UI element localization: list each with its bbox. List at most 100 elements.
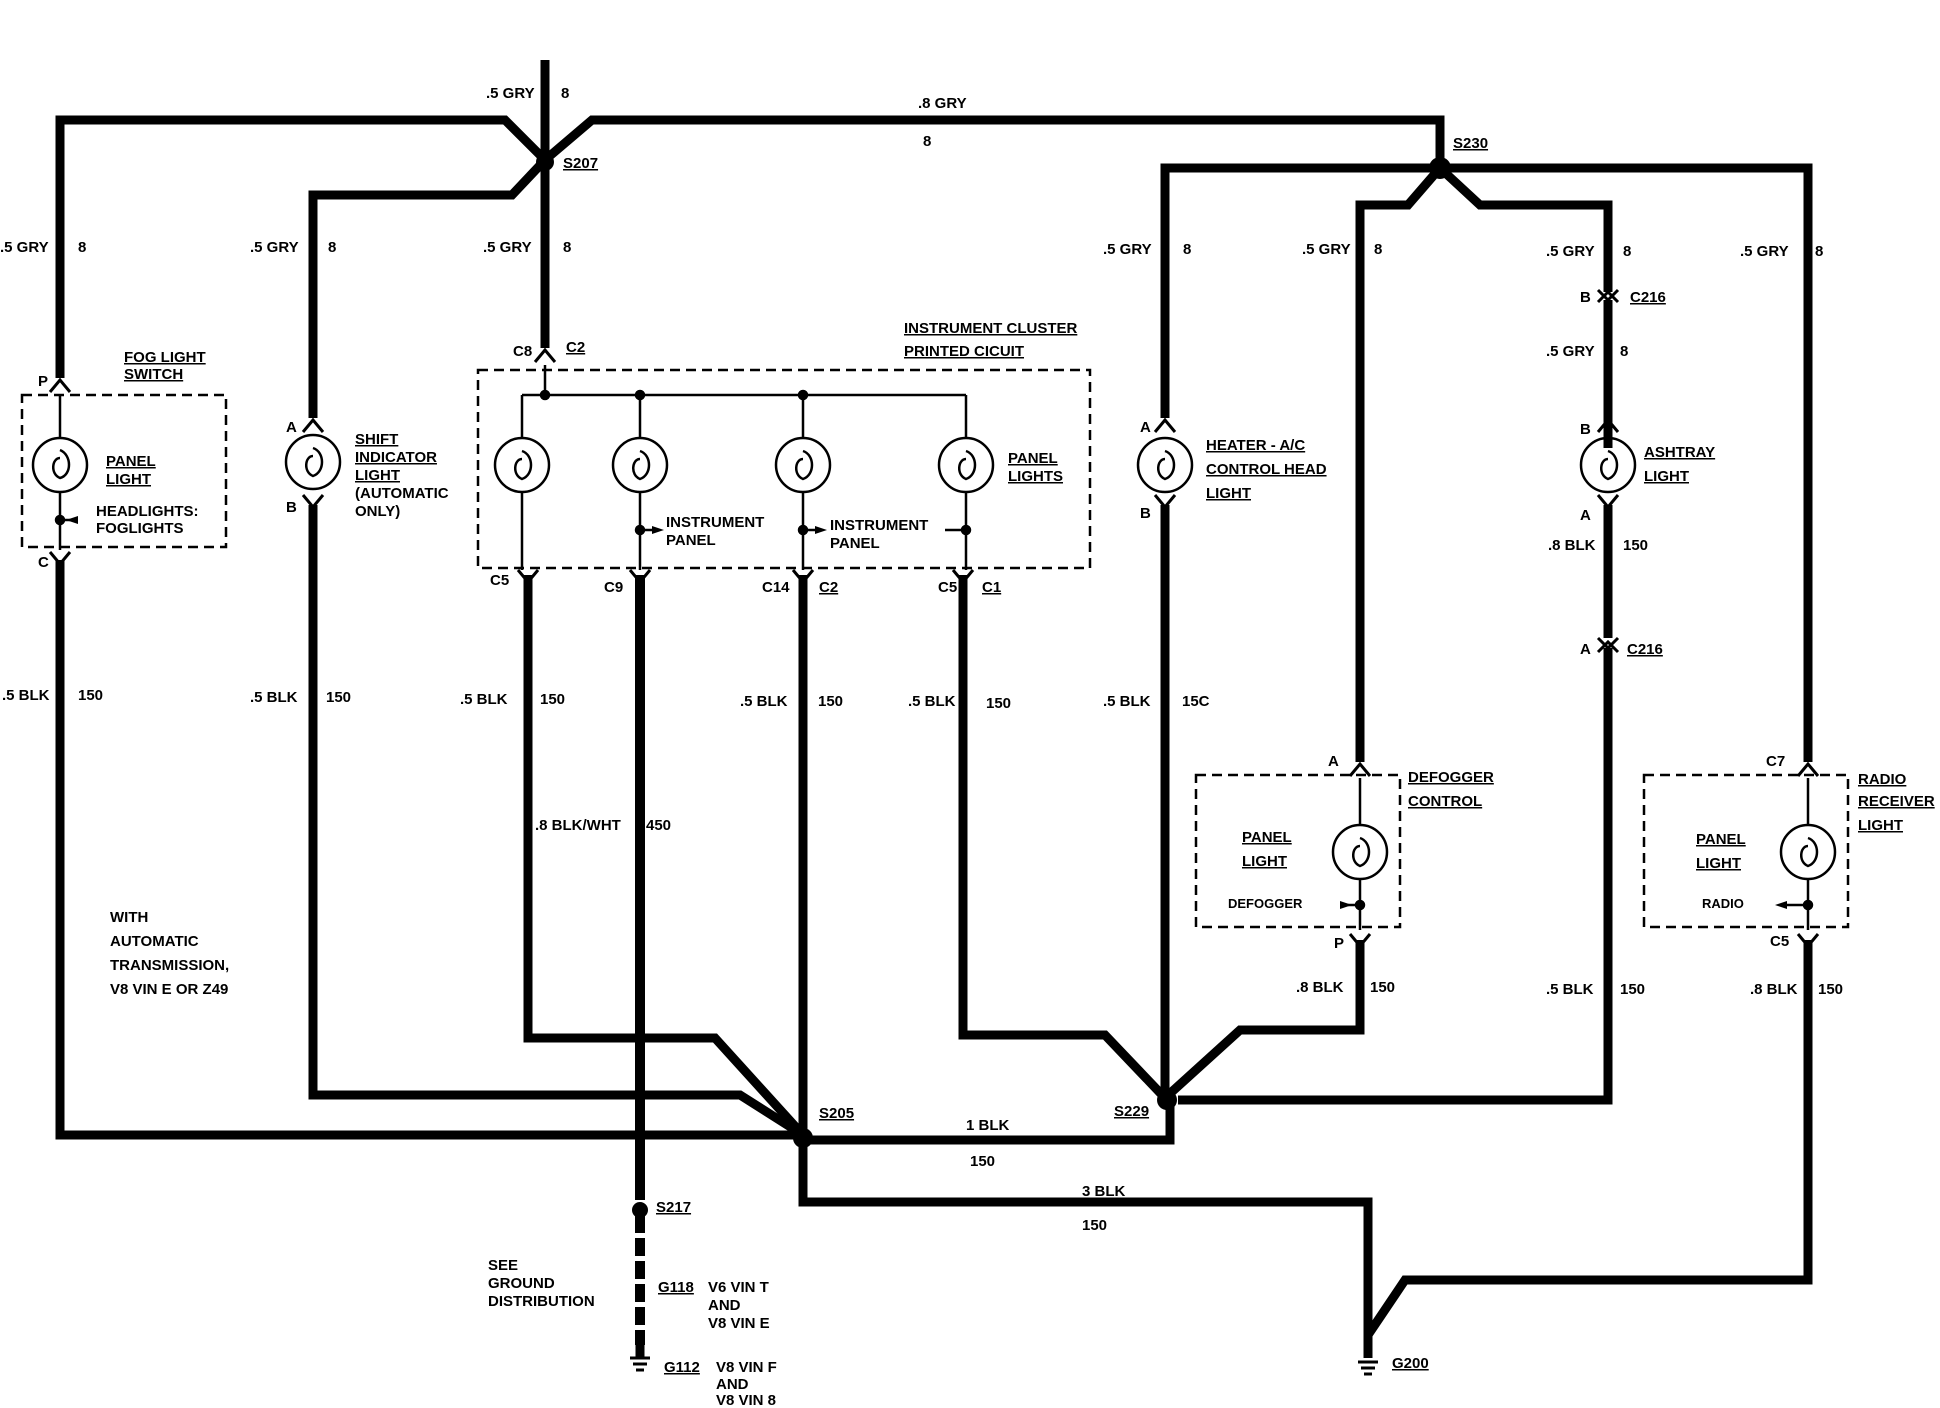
label-conn-c2-bottom: C2 — [819, 579, 838, 596]
label-s217: S217 — [656, 1199, 691, 1216]
label-s207: S207 — [563, 155, 598, 172]
label-defogger-panel: PANEL — [1242, 829, 1292, 846]
cluster-bulb-2 — [611, 436, 669, 494]
wire-gry-s230 — [542, 115, 1445, 168]
connector-c216-b-top — [1596, 288, 1620, 303]
connector-c216-a-top — [1596, 636, 1620, 651]
cluster-internal-bus — [54, 365, 1814, 911]
defogger-control-box — [1194, 773, 1402, 929]
label-heater-150: 15C — [1182, 693, 1210, 710]
label-foglights: FOGLIGHTS — [96, 520, 184, 537]
arrow-instrument-panel-2 — [815, 526, 827, 534]
label-panel-lights-1: PANEL — [1008, 450, 1058, 467]
label-conn-c5-a: C5 — [490, 572, 509, 589]
label-shift-blk: .5 BLK — [250, 689, 298, 706]
label-radio-gry: .5 GRY — [1740, 243, 1789, 260]
bulbs — [31, 396, 1837, 930]
label-instrument-panel-1: PANEL — [666, 532, 716, 549]
label-g118: G118 — [658, 1279, 694, 1296]
label-conn-b-ashtray: B — [1580, 421, 1591, 438]
label-radio-3: LIGHT — [1858, 817, 1903, 834]
connector-marks — [48, 288, 1820, 949]
label-defogger-blk: .8 BLK — [1296, 979, 1344, 996]
label-shift-1: SHIFT — [355, 431, 398, 448]
label-panel-lights-2: LIGHTS — [1008, 468, 1063, 485]
label-g118-2: AND — [708, 1297, 741, 1314]
label-defogger-switch: DEFOGGER — [1228, 896, 1303, 911]
connector-c1 — [951, 569, 975, 585]
label-shift-3: LIGHT — [355, 467, 400, 484]
label-c216-bottom: C216 — [1627, 641, 1663, 658]
ground-symbols — [630, 1345, 1378, 1376]
label-c1-150: 150 — [986, 695, 1011, 712]
connector-c14 — [791, 569, 815, 585]
label-ashtray-8: 8 — [1623, 243, 1631, 260]
label-gry-8-top: .8 GRY — [918, 95, 967, 112]
labels: .5 GRY 8 .8 GRY 8 S207 S230 .5 GRY 8 .5 … — [0, 85, 1935, 1408]
wire-defogger-ground — [1161, 940, 1365, 1102]
ground-wires — [55, 505, 1813, 1358]
connector-ashtray-a — [1596, 494, 1620, 510]
label-radio-light: LIGHT — [1696, 855, 1741, 872]
label-conn-c5-b: C5 — [938, 579, 957, 596]
label-conn-c-fog: C — [38, 554, 49, 571]
label-defogger-1: DEFOGGER — [1408, 769, 1494, 786]
label-conn-p-defogger: P — [1334, 935, 1344, 952]
arrow-radio — [1775, 901, 1787, 909]
label-radio-blk: .8 BLK — [1750, 981, 1798, 998]
label-cluster-2: PRINTED CICUIT — [904, 343, 1024, 360]
label-circuit-8-top: 8 — [923, 133, 931, 150]
connector-heater-b — [1153, 494, 1177, 510]
wire-c5-ground — [523, 575, 807, 1139]
label-defogger-150: 150 — [1370, 979, 1395, 996]
label-note-see-1: SEE — [488, 1257, 518, 1274]
label-g118-3: V8 VIN E — [708, 1315, 770, 1332]
wire-fog-feed — [55, 115, 549, 378]
arrow-instrument-panel-1 — [652, 526, 664, 534]
label-fog-blk: .5 BLK — [2, 687, 50, 704]
label-instrument-1: INSTRUMENT — [666, 514, 764, 531]
label-s205: S205 — [819, 1105, 854, 1122]
connector-shift-b — [301, 494, 325, 510]
connector-heater-a — [1153, 417, 1177, 433]
label-3blk-150: 150 — [1082, 1217, 1107, 1234]
label-conn-a-c216: A — [1580, 641, 1591, 658]
label-conn-p-fog: P — [38, 373, 48, 390]
label-ashtray-150: 150 — [1623, 537, 1648, 554]
cluster-bulb-1 — [493, 436, 551, 494]
label-note-auto-3: TRANSMISSION, — [110, 957, 229, 974]
arrow-headlights — [66, 516, 78, 524]
wire-shift-ground — [308, 505, 806, 1139]
connector-radio-c7 — [1796, 761, 1820, 777]
wire-s205-s229 — [803, 1098, 1175, 1145]
label-cluster-8: 8 — [563, 239, 571, 256]
splice-s229-dot — [1157, 1090, 1177, 1110]
instrument-cluster-box — [476, 368, 1092, 570]
heater-ac-bulb — [1136, 436, 1194, 494]
label-3blk: 3 BLK — [1082, 1183, 1126, 1200]
wire-c1-ground — [958, 575, 1169, 1102]
connector-c216-b-bot — [1596, 289, 1620, 304]
label-c14-150: 150 — [818, 693, 843, 710]
label-note-auto-2: AUTOMATIC — [110, 933, 199, 950]
wire-fog-ground — [55, 560, 803, 1140]
switch-arrows — [66, 516, 1787, 909]
label-defogger-8: 8 — [1374, 241, 1382, 258]
splice-s207-dot — [536, 153, 554, 171]
label-conn-b-shift: B — [286, 499, 297, 516]
label-radio-150: 150 — [1818, 981, 1843, 998]
wire-heater-feed — [1160, 163, 1440, 418]
label-c1-blk: .5 BLK — [908, 693, 956, 710]
label-ashtray-gry: .5 GRY — [1546, 243, 1595, 260]
label-conn-b-c216: B — [1580, 289, 1591, 306]
label-defogger-light: LIGHT — [1242, 853, 1287, 870]
wire-defogger-feed — [1355, 165, 1444, 762]
label-conn-c1: C1 — [982, 579, 1001, 596]
label-cluster-1: INSTRUMENT CLUSTER — [904, 320, 1077, 337]
label-conn-c5-radio: C5 — [1770, 933, 1789, 950]
label-ashtray-150-2: 150 — [1620, 981, 1645, 998]
label-conn-c9: C9 — [604, 579, 623, 596]
label-feed-8: 8 — [561, 85, 569, 102]
splice-s217-dot — [632, 1202, 648, 1218]
